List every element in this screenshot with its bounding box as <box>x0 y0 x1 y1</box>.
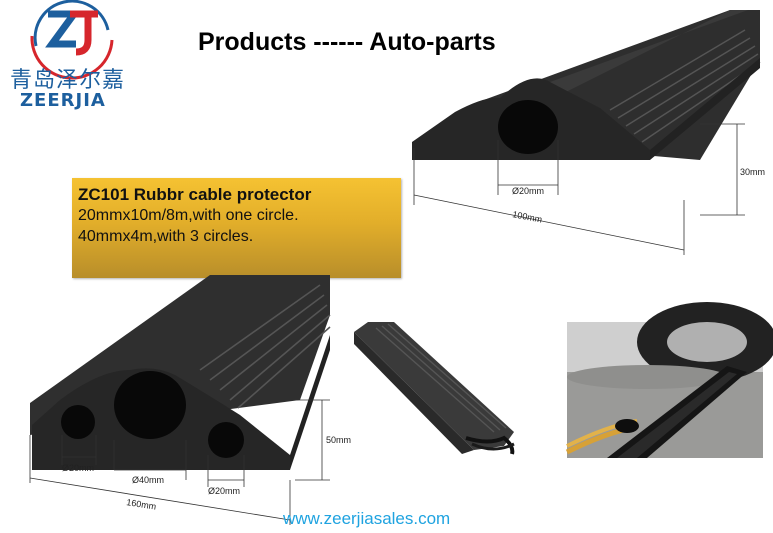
three-circle-center-hole-label: Ø40mm <box>132 475 164 485</box>
company-logo: 青岛泽尔嘉 ZEERJIA <box>8 0 138 112</box>
three-circle-height-label: 50mm <box>326 435 351 445</box>
product-name: ZC101 Rubbr cable protector <box>78 185 312 204</box>
protector-cables-photo <box>354 320 529 460</box>
three-circle-right-hole-label: Ø20mm <box>208 486 240 496</box>
zeerjia-logo-icon <box>30 0 114 80</box>
one-circle-protector-diagram: Ø20mm 100mm 30mm <box>412 10 765 255</box>
three-circle-left-hole-label: Ø20mm <box>62 463 94 473</box>
footer-website-link[interactable]: www.zeerjiasales.com <box>283 509 451 528</box>
product-spec-2: 40mmx4m,with 3 circles. <box>78 228 254 245</box>
three-circle-width-label: 160mm <box>126 497 157 512</box>
three-circle-protector-diagram: Ø20mm Ø40mm Ø20mm 160mm 50mm <box>29 275 351 525</box>
logo-chinese-name: 青岛泽尔嘉 <box>10 68 126 93</box>
one-circle-width-label: 100mm <box>512 209 543 225</box>
one-circle-height-label: 30mm <box>740 167 765 177</box>
one-circle-hole-label: Ø20mm <box>512 186 544 196</box>
page-title: Products ------ Auto-parts <box>198 28 496 56</box>
logo-english-name: ZEERJIA <box>20 90 106 111</box>
protector-in-use-photo <box>565 302 773 458</box>
product-info-box: ZC101 Rubbr cable protector 20mmx10m/8m,… <box>72 178 401 278</box>
product-spec-1: 20mmx10m/8m,with one circle. <box>78 207 299 224</box>
